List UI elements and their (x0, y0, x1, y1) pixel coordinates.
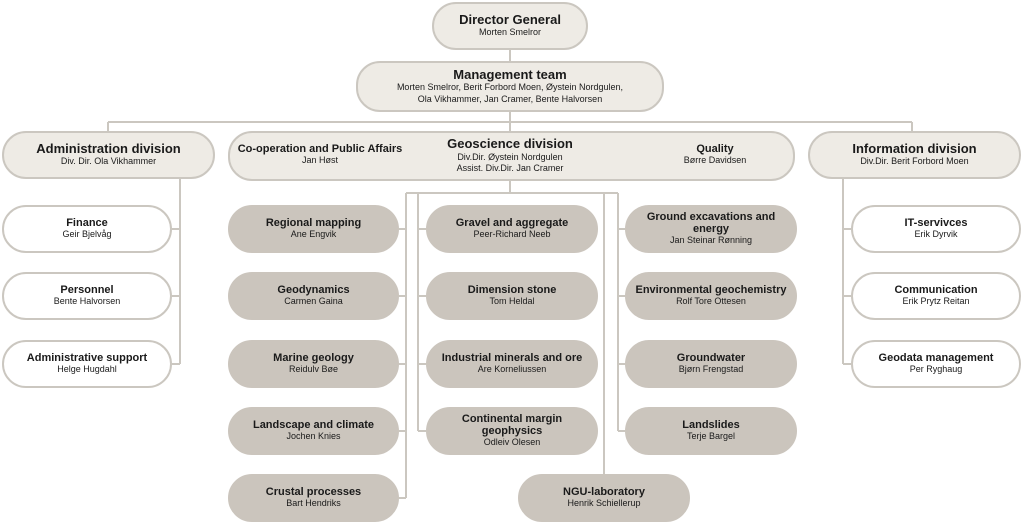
unit-title: Continental margin geophysics (461, 412, 563, 438)
info-unit-geodata-management: Geodata management Per Ryghaug (851, 340, 1021, 388)
unit-title: Geodata management (878, 352, 994, 364)
unit-head: Bente Halvorsen (53, 296, 121, 307)
unit-head: Erik Dyrvik (914, 229, 958, 240)
geo-unit-continental-margin-geophysics: Continental margin geophysics Odleiv Ole… (426, 407, 598, 455)
unit-title: Landscape and climate (252, 419, 375, 431)
geo-unit-groundwater: Groundwater Bjørn Frengstad (625, 340, 797, 388)
information-division-title: Information division (852, 140, 977, 156)
unit-head: Are Korneliussen (477, 364, 547, 375)
unit-title: Administrative support (26, 352, 148, 364)
geoscience-division-assist: Assist. Div.Dir. Jan Cramer (456, 163, 564, 174)
unit-head: Geir Bjelvåg (62, 229, 112, 240)
unit-head: Tom Heldal (489, 296, 535, 307)
unit-title: Personnel (60, 284, 114, 296)
unit-head: Helge Hugdahl (57, 364, 117, 375)
cooperation-title: Co-operation and Public Affairs (237, 143, 403, 155)
geo-unit-geodynamics: Geodynamics Carmen Gaina (228, 272, 399, 320)
geo-unit-ngu-laboratory: NGU-laboratory Henrik Schiellerup (518, 474, 690, 522)
geo-unit-industrial-minerals-and-ore: Industrial minerals and ore Are Korneliu… (426, 340, 598, 388)
unit-title: Dimension stone (467, 284, 557, 296)
info-unit-communication: Communication Erik Prytz Reitan (851, 272, 1021, 320)
unit-title: Ground excavations and energy (646, 210, 776, 236)
geo-unit-environmental-geochemistry: Environmental geochemistry Rolf Tore Ott… (625, 272, 797, 320)
administration-division-box: Administration division Div. Dir. Ola Vi… (2, 131, 215, 179)
geo-unit-ground-excavations-and-energy: Ground excavations and energy Jan Steina… (625, 205, 797, 253)
geo-unit-landscape-and-climate: Landscape and climate Jochen Knies (228, 407, 399, 455)
unit-title: Communication (894, 284, 978, 296)
unit-title: Gravel and aggregate (455, 217, 569, 229)
unit-title: Crustal processes (265, 486, 362, 498)
cooperation-unit: Co-operation and Public Affairs Jan Høst (232, 143, 408, 167)
quality-unit: Quality Børre Davidsen (660, 143, 770, 167)
information-division-head: Div.Dir. Berit Forbord Moen (860, 156, 969, 167)
geo-unit-crustal-processes: Crustal processes Bart Hendriks (228, 474, 399, 522)
geo-unit-marine-geology: Marine geology Reidulv Bøe (228, 340, 399, 388)
unit-head: Peer-Richard Neeb (473, 229, 551, 240)
geoscience-division-box: Co-operation and Public Affairs Jan Høst… (228, 131, 795, 181)
unit-head: Jan Steinar Rønning (669, 235, 753, 246)
unit-title: Marine geology (273, 352, 354, 364)
admin-unit-finance: Finance Geir Bjelvåg (2, 205, 172, 253)
geoscience-division-title: Geoscience division (447, 136, 573, 151)
unit-title: IT-servivces (904, 217, 968, 229)
unit-head: Bjørn Frengstad (678, 364, 744, 375)
unit-title: Finance (66, 217, 108, 229)
unit-head: Terje Bargel (686, 431, 736, 442)
info-unit-it-services: IT-servivces Erik Dyrvik (851, 205, 1021, 253)
geoscience-division-head: Div.Dir. Øystein Nordgulen (457, 151, 563, 162)
admin-unit-administrative-support: Administrative support Helge Hugdahl (2, 340, 172, 388)
unit-head: Ane Engvik (290, 229, 337, 240)
unit-title: Groundwater (676, 352, 746, 364)
director-name: Morten Smelror (478, 27, 541, 38)
unit-head: Reidulv Bøe (288, 364, 339, 375)
director-title: Director General (459, 11, 561, 27)
management-members-line2: Ola Vikhammer, Jan Cramer, Bente Halvors… (417, 93, 603, 104)
geo-unit-gravel-and-aggregate: Gravel and aggregate Peer-Richard Neeb (426, 205, 598, 253)
unit-title: Environmental geochemistry (635, 284, 787, 296)
unit-title: Industrial minerals and ore (441, 352, 583, 364)
admin-unit-personnel: Personnel Bente Halvorsen (2, 272, 172, 320)
unit-title: Geodynamics (277, 284, 350, 296)
management-title: Management team (453, 66, 567, 82)
unit-title: Landslides (682, 419, 740, 431)
unit-head: Odleiv Olesen (483, 437, 541, 448)
management-members-line1: Morten Smelror, Berit Forbord Moen, Øyst… (396, 82, 624, 93)
unit-head: Bart Hendriks (286, 498, 341, 509)
administration-division-head: Div. Dir. Ola Vikhammer (60, 156, 157, 167)
director-general-box: Director General Morten Smelror (432, 2, 588, 50)
unit-head: Rolf Tore Ottesen (676, 296, 746, 307)
unit-head: Jochen Knies (286, 431, 341, 442)
geoscience-division-center: Geoscience division Div.Dir. Øystein Nor… (420, 136, 600, 175)
unit-head: Per Ryghaug (909, 364, 963, 375)
unit-head: Erik Prytz Reitan (902, 296, 970, 307)
administration-division-title: Administration division (36, 140, 181, 156)
geo-unit-dimension-stone: Dimension stone Tom Heldal (426, 272, 598, 320)
management-team-box: Management team Morten Smelror, Berit Fo… (356, 61, 664, 112)
quality-title: Quality (696, 143, 734, 155)
geo-unit-landslides: Landslides Terje Bargel (625, 407, 797, 455)
unit-title: NGU-laboratory (563, 486, 645, 498)
information-division-box: Information division Div.Dir. Berit Forb… (808, 131, 1021, 179)
unit-head: Henrik Schiellerup (567, 498, 641, 509)
cooperation-name: Jan Høst (301, 155, 338, 166)
unit-title: Regional mapping (265, 217, 362, 229)
geo-unit-regional-mapping: Regional mapping Ane Engvik (228, 205, 399, 253)
quality-name: Børre Davidsen (683, 155, 747, 166)
unit-head: Carmen Gaina (284, 296, 343, 307)
